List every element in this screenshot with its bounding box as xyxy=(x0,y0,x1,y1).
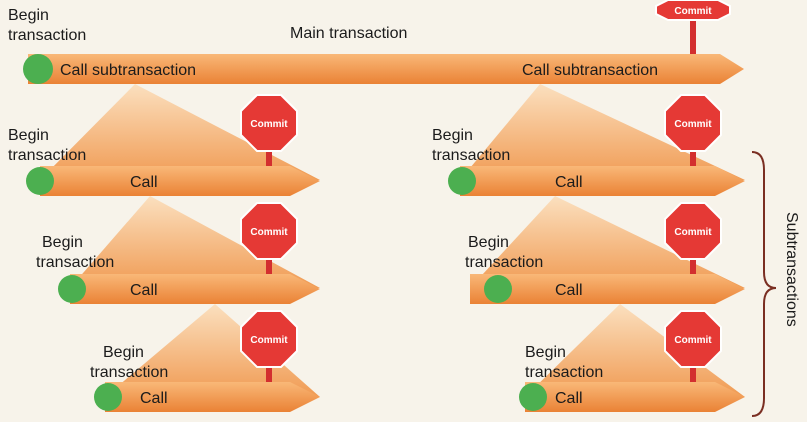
sub-begin-label: Begin transaction xyxy=(432,127,510,164)
commit-sign: Commit xyxy=(664,202,722,274)
main-transaction-arrow xyxy=(28,54,744,84)
begin-dot xyxy=(519,383,547,411)
begin-dot xyxy=(26,167,54,195)
commit-sign: Commit xyxy=(240,202,298,274)
begin-dot xyxy=(58,275,86,303)
sub-call-label: Call xyxy=(130,282,158,299)
begin-dot-main xyxy=(23,54,53,84)
subtransaction-arrow xyxy=(70,274,320,304)
main-call-right-label: Call subtransaction xyxy=(522,62,658,79)
svg-text:Commit: Commit xyxy=(674,6,712,17)
subtransaction-arrow xyxy=(105,382,320,412)
svg-text:Commit: Commit xyxy=(674,335,712,346)
sub-call-label: Call xyxy=(140,390,168,407)
svg-text:Commit: Commit xyxy=(674,119,712,130)
main-transaction-title: Main transaction xyxy=(290,25,407,42)
svg-text:Commit: Commit xyxy=(250,119,288,130)
main-begin-label: Begin transaction xyxy=(8,7,86,44)
commit-sign: Commit xyxy=(664,310,722,382)
commit-sign: Commit xyxy=(664,94,722,166)
subtransaction-arrow xyxy=(470,274,745,304)
commit-sign: Commit xyxy=(240,94,298,166)
sub-call-label: Call xyxy=(555,282,583,299)
subtransaction-arrow xyxy=(525,382,745,412)
svg-text:Commit: Commit xyxy=(250,335,288,346)
commit-sign: Commit xyxy=(240,310,298,382)
subtransaction-arrow xyxy=(460,166,745,196)
commit-sign-main: Commit xyxy=(655,0,731,54)
begin-dot xyxy=(448,167,476,195)
svg-text:Commit: Commit xyxy=(674,227,712,238)
subtransaction-arrow xyxy=(40,166,320,196)
sub-begin-label: Begin transaction xyxy=(525,344,603,381)
subtransaction-fan xyxy=(70,196,320,288)
sub-begin-label: Begin transaction xyxy=(465,234,543,271)
subtransaction-fan xyxy=(460,84,745,180)
sub-begin-label: Begin transaction xyxy=(90,344,168,381)
sub-call-label: Call xyxy=(555,174,583,191)
begin-dot xyxy=(94,383,122,411)
main-call-left-label: Call subtransaction xyxy=(60,62,196,79)
svg-text:Commit: Commit xyxy=(250,227,288,238)
sub-begin-label: Begin transaction xyxy=(8,127,86,164)
sub-call-label: Call xyxy=(130,174,158,191)
subtransactions-brace xyxy=(751,151,777,417)
begin-dot xyxy=(484,275,512,303)
sub-call-label: Call xyxy=(555,390,583,407)
sub-begin-label: Begin transaction xyxy=(36,234,114,271)
subtransaction-fan xyxy=(470,196,745,288)
subtransaction-fan xyxy=(40,84,320,180)
subtransactions-label: Subtransactions xyxy=(783,212,800,327)
